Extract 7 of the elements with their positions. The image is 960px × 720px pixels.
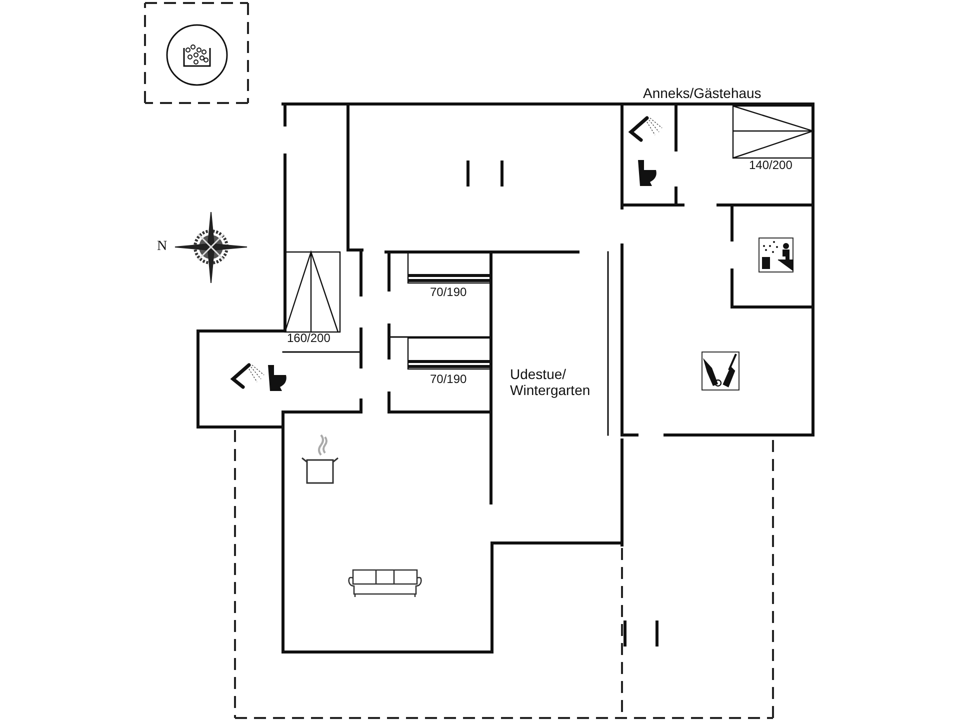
bed-size-label: 70/190 <box>430 373 467 387</box>
room-label: Udestue/ Wintergarten <box>510 366 592 398</box>
bed-size-label: 160/200 <box>287 332 330 346</box>
building-label: Anneks/Gästehaus <box>643 85 762 102</box>
north-label: N <box>157 239 168 256</box>
bed-size-label: 140/200 <box>749 159 792 173</box>
bed-size-label: 70/190 <box>430 286 467 300</box>
